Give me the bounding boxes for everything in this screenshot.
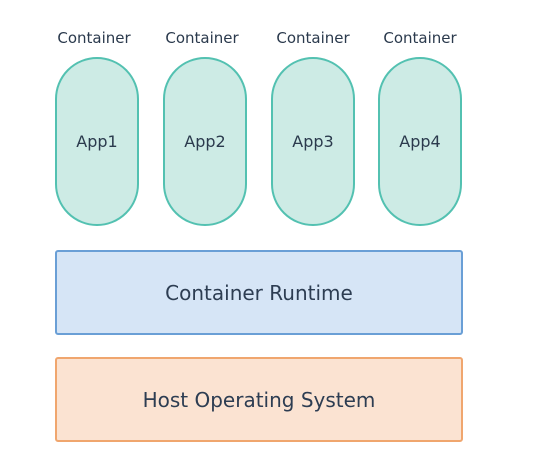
app-container-2: App2 [163,57,247,226]
container-label-3: Container [276,29,350,47]
container-label-4: Container [383,29,457,47]
container-label-2: Container [165,29,239,47]
app-label-1: App1 [76,132,118,151]
app-label-2: App2 [184,132,226,151]
app-label-3: App3 [292,132,334,151]
app-container-3: App3 [271,57,355,226]
app-container-4: App4 [378,57,462,226]
host-os-layer: Host Operating System [55,357,463,442]
container-runtime-label: Container Runtime [165,280,353,305]
app-label-4: App4 [399,132,441,151]
app-container-1: App1 [55,57,139,226]
container-runtime-layer: Container Runtime [55,250,463,335]
host-os-label: Host Operating System [142,387,376,412]
container-label-1: Container [57,29,131,47]
